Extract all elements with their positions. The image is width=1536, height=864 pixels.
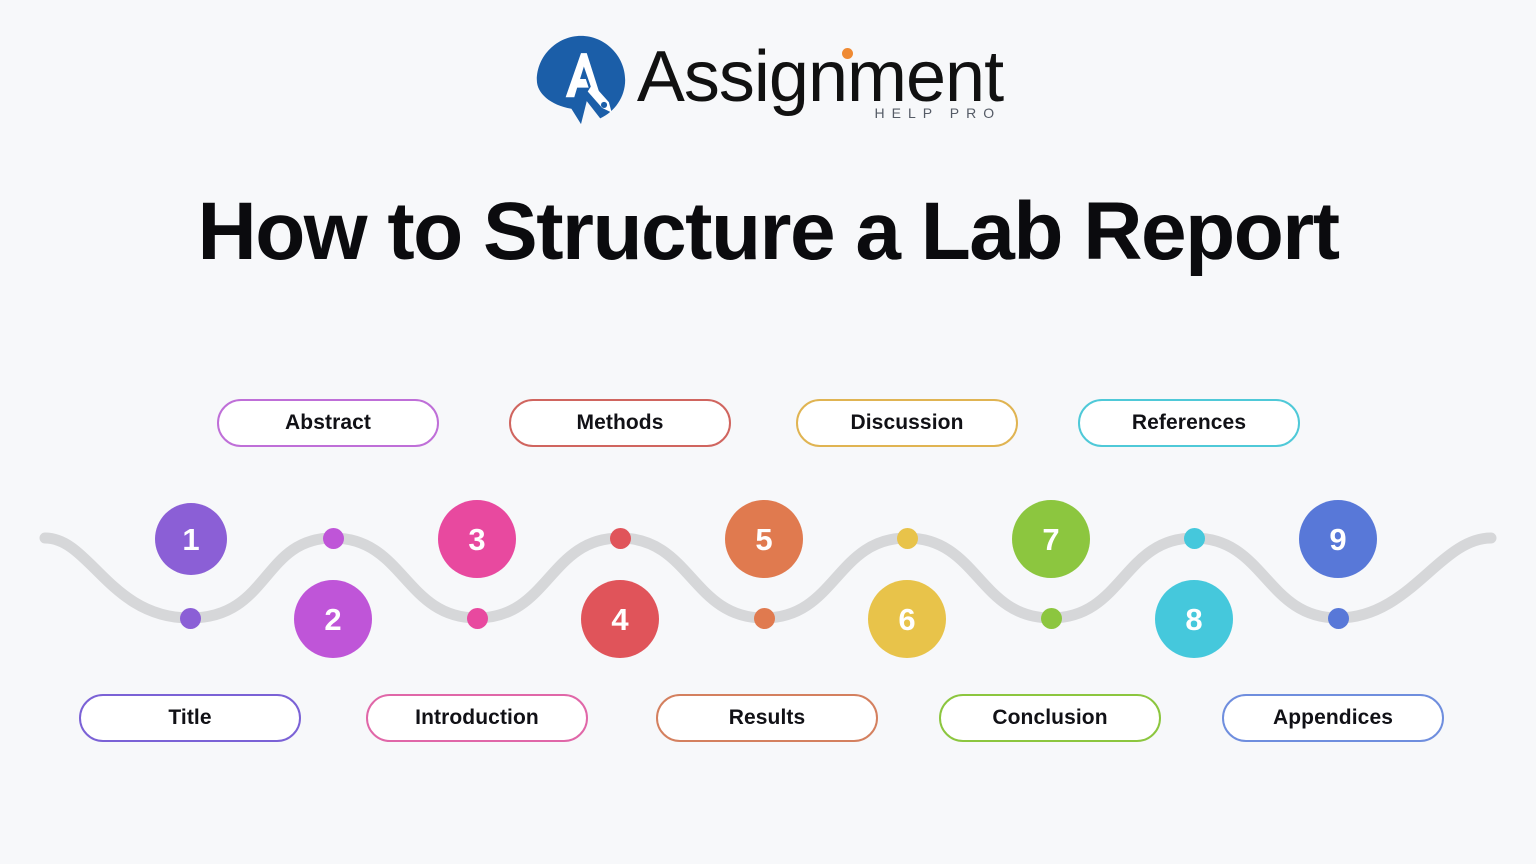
logo-tagline: HELP PRO: [874, 104, 1002, 121]
logo-wordmark: Assignment: [636, 37, 1004, 118]
wave-dot-8: [1184, 528, 1205, 549]
step-node-2[interactable]: 2: [294, 580, 372, 658]
step-node-6[interactable]: 6: [868, 580, 946, 658]
step-node-9[interactable]: 9: [1299, 500, 1377, 578]
pill-methods[interactable]: Methods: [509, 399, 731, 447]
pill-label: References: [1131, 411, 1247, 434]
pill-abstract[interactable]: Abstract: [217, 399, 439, 447]
logo-accent-dot-icon: [841, 48, 853, 60]
step-node-5[interactable]: 5: [725, 500, 803, 578]
step-number: 5: [755, 521, 773, 557]
pill-label: Introduction: [415, 706, 539, 729]
wave-dot-4: [610, 528, 631, 549]
wave-dot-1: [180, 608, 201, 629]
step-number: 2: [324, 601, 342, 637]
step-number: 8: [1185, 601, 1203, 637]
wave-dot-6: [897, 528, 918, 549]
step-node-7[interactable]: 7: [1012, 500, 1090, 578]
pill-references[interactable]: References: [1078, 399, 1300, 447]
step-number: 9: [1329, 521, 1347, 557]
step-node-8[interactable]: 8: [1155, 580, 1233, 658]
wave-dot-7: [1041, 608, 1062, 629]
pill-discussion[interactable]: Discussion: [796, 399, 1018, 447]
assignment-help-pro-logo-mark-icon: [536, 35, 626, 124]
step-number: 7: [1042, 521, 1060, 557]
pill-results[interactable]: Results: [656, 694, 878, 742]
pill-label: Results: [728, 706, 806, 729]
wave-dot-9: [1328, 608, 1349, 629]
pill-label: Discussion: [850, 411, 964, 434]
brand-logo: Assignment HELP PRO: [0, 22, 1536, 137]
step-number: 1: [182, 521, 200, 557]
step-number: 6: [898, 601, 916, 637]
wave-dot-2: [323, 528, 344, 549]
step-node-4[interactable]: 4: [581, 580, 659, 658]
pill-introduction[interactable]: Introduction: [366, 694, 588, 742]
pill-label: Appendices: [1272, 706, 1394, 729]
step-number: 3: [468, 521, 486, 557]
pill-appendices[interactable]: Appendices: [1222, 694, 1444, 742]
step-node-3[interactable]: 3: [438, 500, 516, 578]
pill-label: Title: [168, 706, 212, 729]
step-number: 4: [611, 601, 629, 637]
wave-dot-5: [754, 608, 775, 629]
timeline-wave-path: [39, 532, 1497, 624]
wave-dot-3: [467, 608, 488, 629]
pill-label: Conclusion: [992, 706, 1108, 729]
pill-conclusion[interactable]: Conclusion: [939, 694, 1161, 742]
step-node-1[interactable]: 1: [155, 503, 227, 575]
pill-label: Methods: [576, 411, 664, 434]
page-title: How to Structure a Lab Report: [197, 186, 1340, 277]
pill-label: Abstract: [285, 411, 371, 434]
pill-title[interactable]: Title: [79, 694, 301, 742]
